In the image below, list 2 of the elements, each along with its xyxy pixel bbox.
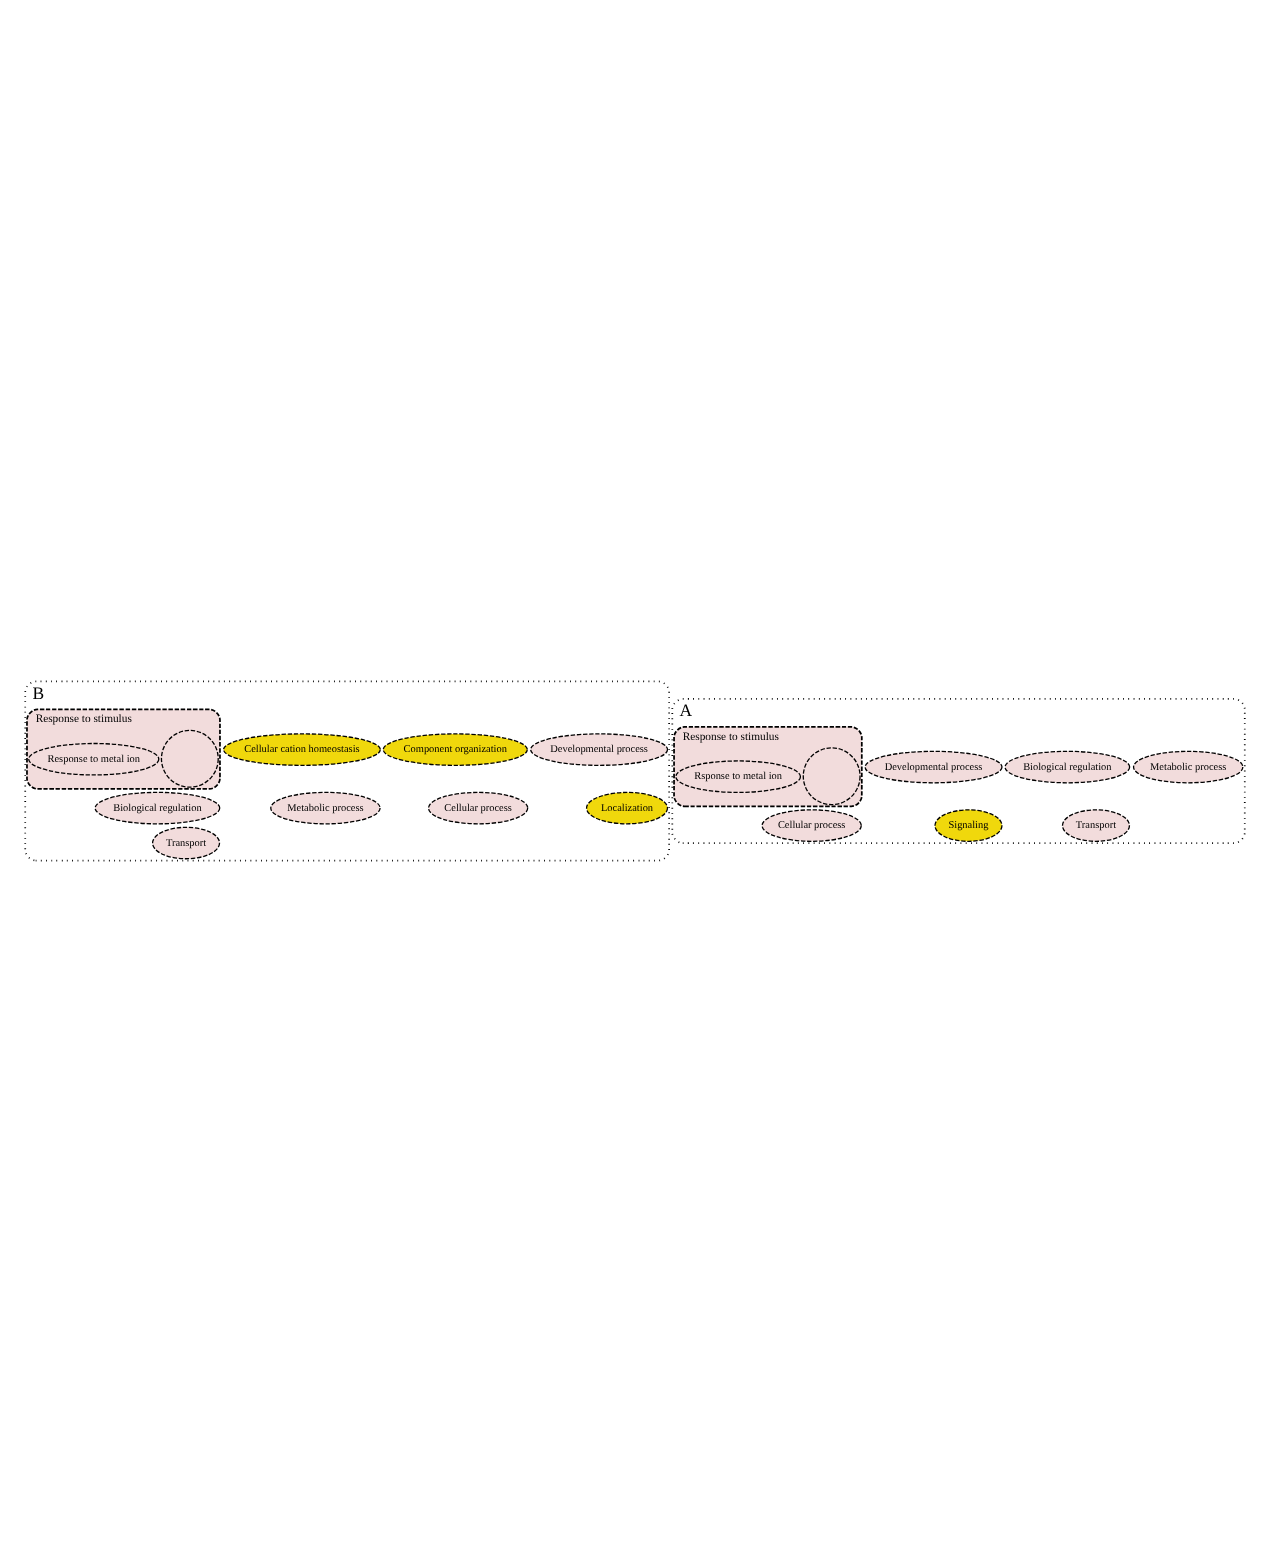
node-circle: [160, 729, 219, 788]
node-circle: [802, 747, 861, 806]
